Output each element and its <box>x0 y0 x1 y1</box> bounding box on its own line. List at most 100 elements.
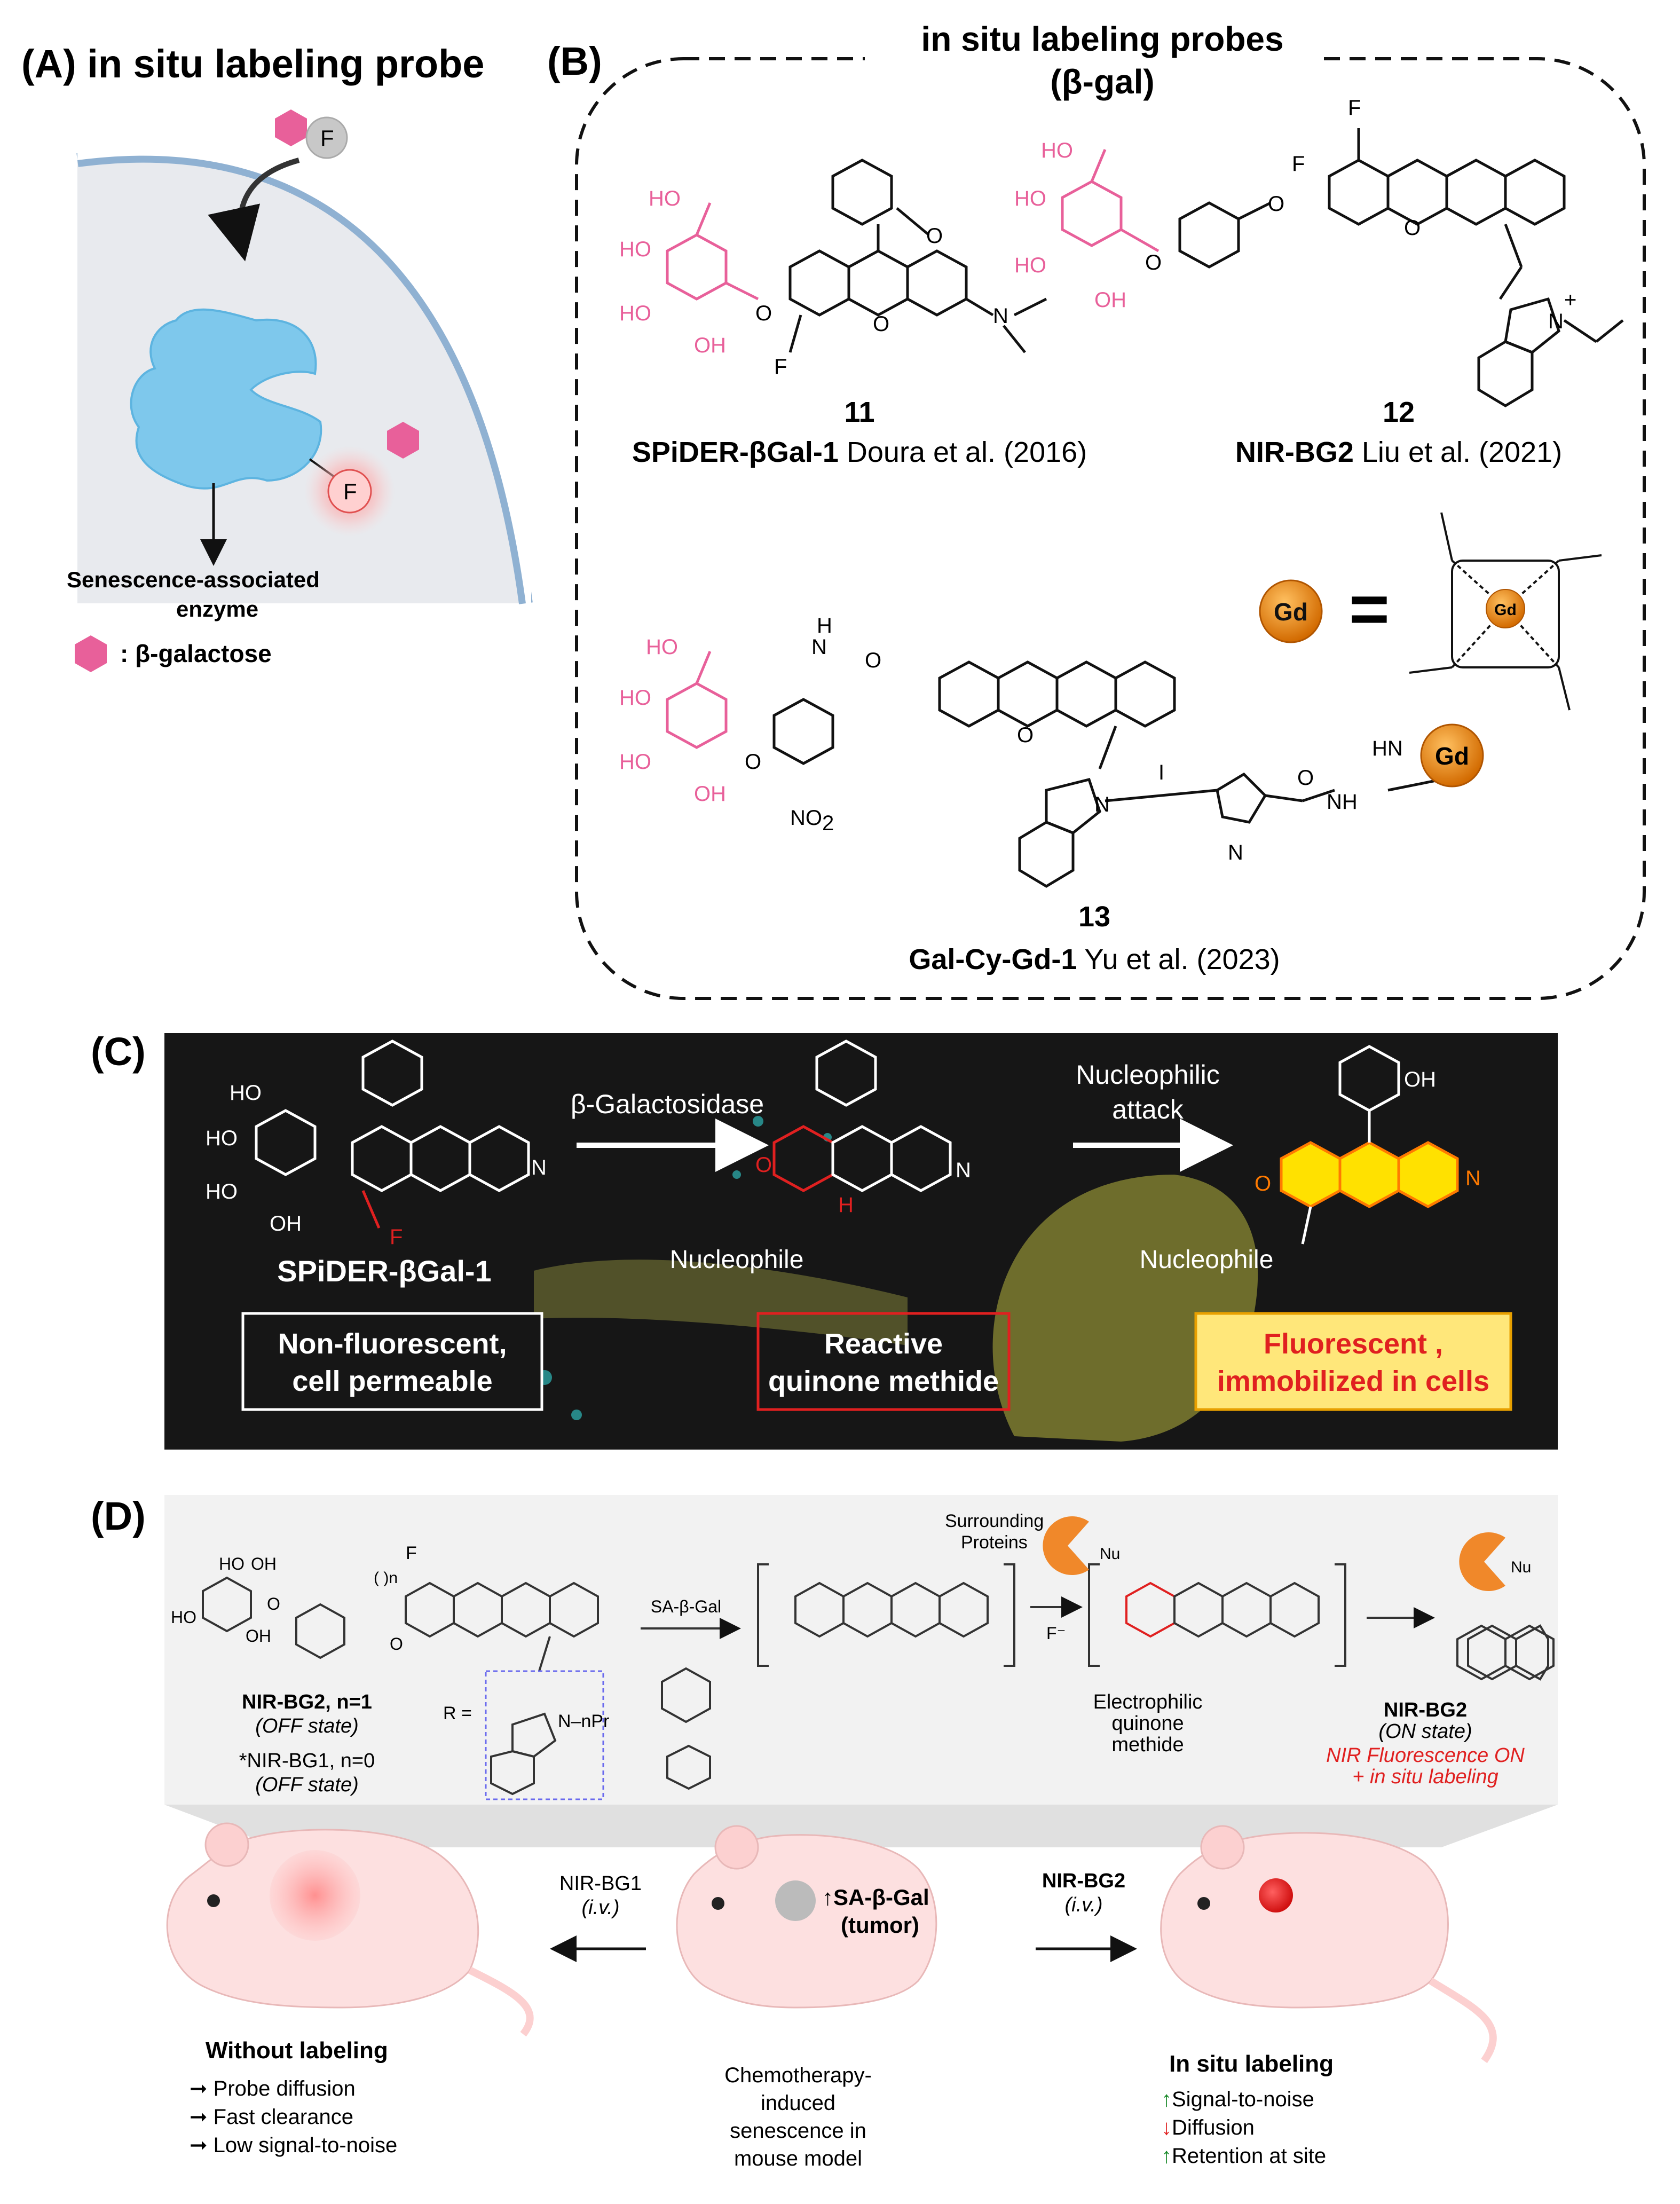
d-on-state: (ON state) <box>1378 1720 1472 1743</box>
svg-text:HN: HN <box>1372 737 1403 760</box>
protein-pacman-1 <box>1043 1516 1089 1575</box>
center-badge-sa-beta-gal: SA-β-Gal <box>833 1885 929 1910</box>
svg-text:HO: HO <box>1014 187 1046 210</box>
svg-text:HO: HO <box>1014 254 1046 277</box>
compound-13-citation: Yu et al. (2023) <box>1084 943 1280 975</box>
c-box-1-line2: cell permeable <box>292 1365 492 1397</box>
d-off-state-1: (OFF state) <box>255 1715 359 1737</box>
center-caption-4: mouse model <box>734 2147 862 2170</box>
svg-text:O: O <box>755 302 772 325</box>
compound-11-number: 11 <box>844 396 874 428</box>
d-nir-bg2-right: NIR-BG2 <box>1384 1699 1467 1721</box>
compound-12-citation: Liu et al. (2021) <box>1362 436 1562 468</box>
d-surrounding: Surrounding <box>945 1511 1044 1531</box>
center-badge-line2: (tumor) <box>841 1912 919 1938</box>
left-point-3: ➞ Low signal-to-noise <box>190 2134 397 2157</box>
svg-text:O: O <box>1145 251 1162 274</box>
svg-text:N: N <box>1094 793 1110 816</box>
svg-text:O: O <box>1404 216 1421 240</box>
d-nir-bg2-n1: NIR-BG2, n=1 <box>242 1691 372 1713</box>
svg-text:HO: HO <box>619 750 651 774</box>
svg-text:HO: HO <box>171 1608 196 1627</box>
protein-pacman-2 <box>1459 1532 1505 1591</box>
released-galactose <box>387 422 419 459</box>
svg-text:2: 2 <box>822 812 834 835</box>
svg-text:NO: NO <box>790 806 822 830</box>
d-nu-2: Nu <box>1511 1558 1531 1576</box>
d-f-minus: F⁻ <box>1046 1624 1066 1643</box>
panel-b-dashed-frame <box>575 57 1646 1000</box>
d-quinone-methide <box>1088 1563 1346 1667</box>
center-badge-line1: ↑SA-β-Gal <box>822 1885 929 1910</box>
compound-12-name: NIR-BG2 <box>1235 436 1354 468</box>
svg-text:N: N <box>531 1156 547 1179</box>
c-nucleophile-middle: Nucleophile <box>670 1246 804 1274</box>
c-attack-label-2: attack <box>1112 1095 1184 1124</box>
legend-hexagon <box>75 635 107 672</box>
d-structure-on <box>1456 1624 1555 1681</box>
fluorophore-on <box>327 469 372 514</box>
panel-c-label: (C) <box>91 1029 146 1074</box>
c-enzyme-arrow-label: β-Galactosidase <box>571 1089 764 1119</box>
panel-d-label: (D) <box>91 1494 146 1538</box>
svg-text:F: F <box>343 479 357 504</box>
c-structure-2 <box>772 1040 952 1192</box>
svg-text:HO: HO <box>619 686 651 710</box>
panel-c: (C) HO HO HO OH N F SPiDER-βGal-1 β-Gala <box>91 1029 1558 1450</box>
c-probe-name: SPiDER-βGal-1 <box>277 1254 491 1288</box>
svg-text:O: O <box>755 1153 772 1177</box>
compound-13-structure <box>666 651 1475 888</box>
svg-text:HO: HO <box>230 1081 262 1105</box>
mouse-center <box>676 1825 937 2009</box>
panel-d-top-background <box>164 1495 1558 1805</box>
in-situ-labeling: In situ labeling <box>1169 2051 1334 2077</box>
left-arrow-iv: (i.v.) <box>581 1896 619 1919</box>
c-box-2 <box>756 1312 1011 1411</box>
d-quinone: quinone <box>1111 1712 1184 1735</box>
svg-text:O: O <box>1268 192 1284 216</box>
fluorophore-letter: F <box>320 125 334 151</box>
d-methide: methide <box>1111 1734 1184 1756</box>
panel-a-label: (A) in situ labeling probe <box>21 42 484 86</box>
svg-text:+: + <box>1564 288 1576 312</box>
d-off-state-2: (OFF state) <box>255 1774 359 1796</box>
cell-fluorescence-arc <box>992 1175 1258 1442</box>
svg-text:N: N <box>1465 1167 1481 1190</box>
svg-text:HO: HO <box>1041 139 1073 162</box>
svg-text:N: N <box>1228 841 1243 864</box>
svg-text:N: N <box>993 304 1008 328</box>
enzyme-blob <box>130 308 322 490</box>
svg-text:O: O <box>865 649 881 672</box>
d-intermediate <box>757 1563 1015 1667</box>
svg-text:F: F <box>390 1225 403 1249</box>
svg-text:H: H <box>817 614 832 637</box>
compound-13-number: 13 <box>1078 901 1110 933</box>
d-electrophilic: Electrophilic <box>1093 1691 1203 1713</box>
d-nir-bg1-n0: *NIR-BG1, n=0 <box>239 1750 375 1772</box>
svg-text:N: N <box>956 1159 971 1182</box>
svg-text:I: I <box>1158 761 1164 784</box>
svg-text:NH: NH <box>1327 790 1358 814</box>
mouse-right <box>1160 1825 1497 2064</box>
d-r-group-box <box>485 1670 604 1800</box>
gd-sphere-compound-13 <box>1420 723 1484 788</box>
center-caption-1: Chemotherapy- <box>724 2064 872 2087</box>
svg-text:O: O <box>1297 766 1314 790</box>
svg-text:F: F <box>774 355 787 379</box>
panel-b-label: (B) <box>547 39 602 83</box>
svg-text:O: O <box>1017 723 1034 747</box>
compound-11-citation: Doura et al. (2016) <box>847 436 1087 468</box>
center-caption-2: induced <box>761 2091 835 2115</box>
right-arrow-iv: (i.v.) <box>1064 1894 1102 1916</box>
svg-text:OH: OH <box>246 1626 271 1646</box>
svg-text:( )n: ( )n <box>374 1569 398 1587</box>
enzyme-label-1: Senescence-associated <box>67 567 320 592</box>
d-r-eq: R = <box>443 1703 472 1723</box>
galactose-hexagon-probe <box>275 109 307 146</box>
d-proteins: Proteins <box>961 1532 1028 1553</box>
equals-sign: = <box>1349 570 1390 648</box>
right-arrow-label: NIR-BG2 <box>1042 1870 1125 1892</box>
right-point-3: ↑Retention at site <box>1161 2144 1326 2168</box>
compound-11-structure <box>666 159 1047 353</box>
